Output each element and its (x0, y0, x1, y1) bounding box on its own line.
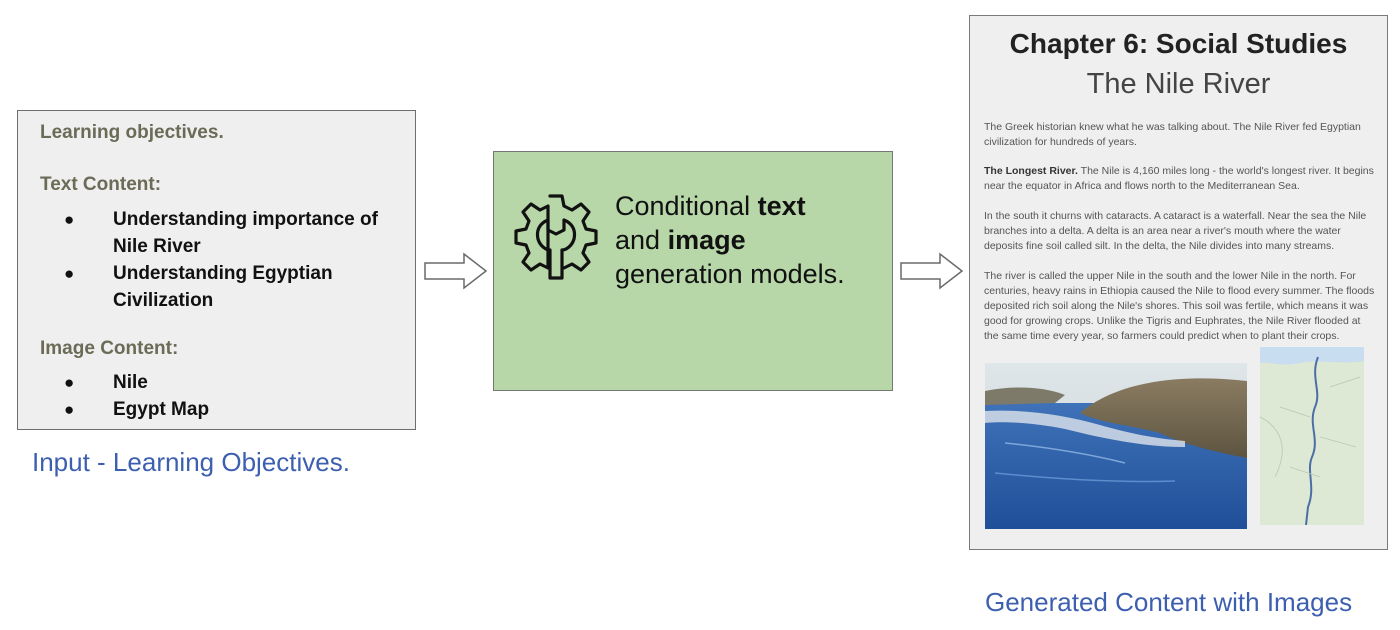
generated-page: Chapter 6: Social Studies The Nile River… (969, 15, 1388, 550)
input-objectives-box: Learning objectives. Text Content: ●Unde… (17, 110, 416, 430)
chapter-subtitle: The Nile River (1086, 68, 1271, 100)
output-caption: Generated Content with Images (985, 587, 1353, 617)
bullet-icon: ● (64, 373, 75, 392)
list-item: ●Understanding Egyptian Civilization (40, 260, 415, 314)
model-description: Conditional text and image generation mo… (615, 191, 845, 289)
arrow-right-icon (900, 252, 964, 290)
nile-photo (985, 363, 1247, 529)
image-content-heading: Image Content: (40, 338, 179, 359)
list-item: ●Nile (40, 369, 209, 396)
text-content-list: ●Understanding importance of Nile River … (40, 206, 415, 314)
text-content-heading: Text Content: (40, 174, 162, 195)
bullet-icon: ● (64, 210, 75, 229)
list-item: ●Understanding importance of Nile River (40, 206, 415, 260)
generation-model-box: Conditional text and image generation mo… (493, 151, 893, 391)
list-item: ●Egypt Map (40, 396, 209, 423)
bullet-icon: ● (64, 400, 75, 419)
paragraph: In the south it churns with cataracts. A… (984, 210, 1367, 252)
egypt-map-image (1260, 347, 1364, 525)
arrow-right-icon (424, 252, 488, 290)
input-caption: Input - Learning Objectives. (32, 447, 350, 477)
chapter-title: Chapter 6: Social Studies (1009, 28, 1348, 59)
learning-objectives-title: Learning objectives. (40, 122, 224, 143)
bullet-icon: ● (64, 264, 75, 283)
paragraph: The Greek historian knew what he was tal… (984, 121, 1361, 148)
paragraph: The river is called the upper Nile in th… (984, 270, 1375, 342)
gear-wrench-icon (514, 194, 598, 280)
paragraph: The Longest River. The Nile is 4,160 mil… (984, 165, 1374, 192)
image-content-list: ●Nile ●Egypt Map (40, 369, 209, 423)
